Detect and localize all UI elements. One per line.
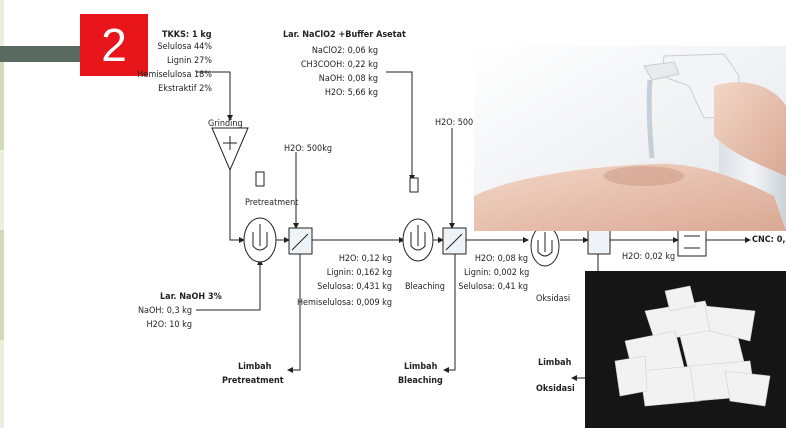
pretreatment-reactor	[244, 172, 276, 262]
bleach-input-item: NaClO2: 0,06 kg	[290, 46, 378, 56]
grinding-unit	[212, 128, 248, 170]
stream2-item: H2O: 0,08 kg	[468, 254, 528, 264]
waste-bleaching-line	[444, 254, 455, 370]
waste-pretreatment-line	[288, 254, 300, 370]
stream1-item: Selulosa: 0,431 kg	[290, 282, 392, 292]
bleach-input-line	[386, 72, 412, 180]
waste-bleaching-label: Bleaching	[398, 376, 443, 386]
waste-oksidasi-label: Oksidasi	[536, 384, 575, 394]
stream1-item: H2O: 0,12 kg	[300, 254, 392, 264]
oksidasi-unit-label: Oksidasi	[536, 294, 570, 304]
stream1-item: Hemiselulosa: 0,009 kg	[280, 298, 392, 308]
stream1-item: Lignin: 0,162 kg	[300, 268, 392, 278]
oksidasi-reactor	[531, 226, 559, 266]
feed-item: Hemiselulosa 18%	[124, 70, 212, 80]
waste-pretreatment-label: Limbah	[238, 362, 271, 372]
waste-bleaching-label: Limbah	[404, 362, 437, 372]
pretreatment-unit-label: Pretreatment	[245, 198, 298, 208]
grinding-label: Grinding	[208, 119, 243, 129]
bleaching-unit-label: Bleaching	[405, 282, 445, 292]
stream3-item: H2O: 0,02 kg	[622, 252, 675, 262]
bleach-input-item: CH3COOH: 0,22 kg	[290, 60, 378, 70]
stream2-item: Selulosa: 0,41 kg	[458, 282, 528, 292]
naoh-title: Lar. NaOH 3%	[160, 292, 222, 302]
filter-1	[289, 228, 312, 254]
feed-item: Selulosa 44%	[134, 42, 212, 52]
naoh-input-line	[196, 260, 260, 310]
naoh-item: H2O: 10 kg	[134, 320, 192, 330]
filter-2	[443, 228, 466, 254]
naoh-item: NaOH: 0,3 kg	[134, 306, 192, 316]
feed-item: Ekstraktif 2%	[124, 84, 212, 94]
feed-title: TKKS: 1 kg	[162, 30, 212, 40]
water1-label: H2O: 500kg	[284, 144, 332, 154]
waste-oksidasi-label: Limbah	[538, 358, 571, 368]
bleach-input-title: Lar. NaClO2 +Buffer Asetat	[283, 30, 406, 40]
filter-3	[588, 230, 610, 254]
hand-sanitizer-photo	[474, 46, 786, 231]
feed-item: Lignin 27%	[134, 56, 212, 66]
waste-pretreatment-label: Pretreatment	[222, 376, 284, 386]
bleach-input-item: H2O: 5,66 kg	[290, 88, 378, 98]
bleaching-reactor	[403, 178, 433, 261]
grinding-to-pretreatment-line	[230, 170, 244, 240]
cellulose-flakes-photo	[585, 271, 786, 428]
product-label: CNC: 0,12	[752, 235, 786, 245]
dryer-unit	[678, 228, 706, 256]
bleach-input-item: NaOH: 0,08 kg	[290, 74, 378, 84]
stream2-item: Lignin: 0,002 kg	[464, 268, 528, 278]
